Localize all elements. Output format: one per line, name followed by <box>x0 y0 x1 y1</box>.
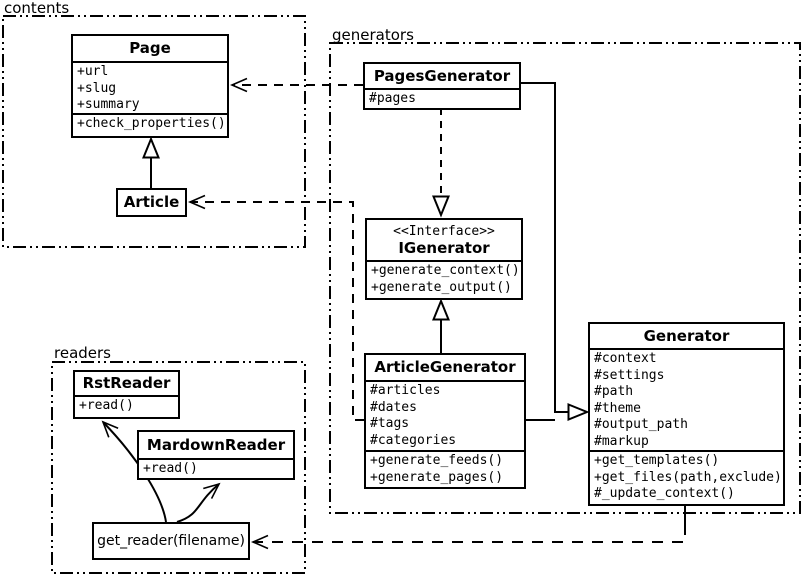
class-box-mardownreader: MardownReader +read() <box>137 430 295 480</box>
class-name-igenerator-text: IGenerator <box>398 238 490 257</box>
class-box-igenerator: <<Interface>> IGenerator +generate_conte… <box>365 218 523 300</box>
class-name-generator: Generator <box>643 326 730 345</box>
class-name-pagesgenerator: PagesGenerator <box>373 66 511 85</box>
function-label-get-reader: get_reader(filename) <box>97 533 245 549</box>
class-methods-generator: +get_templates() +get_files(path,exclude… <box>590 450 783 504</box>
class-attributes-generator: #context #settings #path #theme #output_… <box>590 348 783 450</box>
package-border-generators <box>329 42 801 514</box>
class-stereotype-igenerator: <<Interface>> <box>393 223 495 239</box>
class-methods-mardownreader: +read() <box>139 458 293 478</box>
class-methods-rstreader: +read() <box>75 395 178 417</box>
package-label-generators: generators <box>332 26 414 44</box>
class-name-article: Article <box>123 193 180 211</box>
class-methods-page: +check_properties() <box>73 113 227 136</box>
class-attributes-articlegenerator: #articles #dates #tags #categories <box>366 380 524 450</box>
class-box-articlegenerator: ArticleGenerator #articles #dates #tags … <box>364 353 526 489</box>
class-methods-igenerator: +generate_context() +generate_output() <box>367 260 521 298</box>
class-box-page: Page +url +slug +summary +check_properti… <box>71 34 229 138</box>
edge-getreader-to-mardownreader <box>176 482 221 523</box>
package-label-readers: readers <box>54 344 111 362</box>
class-name-rstreader: RstReader <box>82 374 171 392</box>
class-attributes-page: +url +slug +summary <box>73 61 227 113</box>
edge-generator-to-getreader-dependency <box>250 524 686 550</box>
class-name-mardownreader: MardownReader <box>146 435 286 454</box>
class-name-articlegenerator: ArticleGenerator <box>374 358 516 376</box>
package-border-readers <box>51 361 306 574</box>
function-box-get-reader: get_reader(filename) <box>92 522 250 560</box>
class-box-pagesgenerator: PagesGenerator #pages <box>363 62 521 110</box>
edge-articlegenerator-to-article-dependency <box>187 194 364 421</box>
class-methods-articlegenerator: +generate_feeds() +generate_pages() <box>366 450 524 487</box>
class-box-rstreader: RstReader +read() <box>73 370 180 419</box>
class-box-generator: Generator #context #settings #path #them… <box>588 322 785 506</box>
package-label-contents: contents <box>4 0 70 17</box>
package-border-contents <box>2 15 306 248</box>
edge-pagesgenerator-to-generator-inheritance <box>521 82 590 421</box>
class-attributes-pagesgenerator: #pages <box>365 88 519 108</box>
class-name-page: Page <box>129 39 171 57</box>
class-box-article: Article <box>116 188 187 217</box>
class-name-igenerator: <<Interface>> IGenerator <box>367 220 521 260</box>
